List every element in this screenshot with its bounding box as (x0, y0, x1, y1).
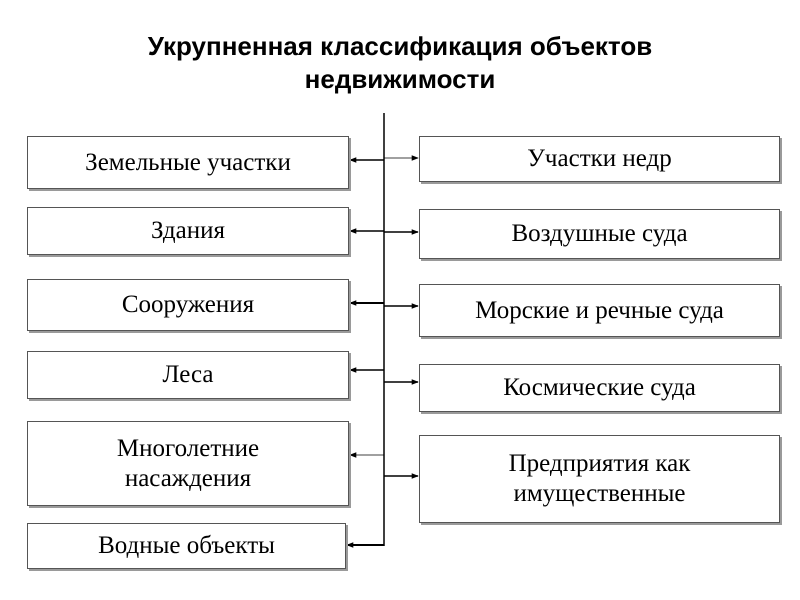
box-label: Здания (151, 217, 225, 244)
box-sooruzheniya: Сооружения (27, 279, 349, 331)
box-kosmicheskie-suda: Космические суда (419, 364, 780, 412)
page-title: Укрупненная классификация объектов недви… (0, 30, 800, 96)
box-label-line-2: насаждения (124, 464, 252, 492)
box-label: Водные объекты (98, 532, 275, 559)
title-line-1: Укрупненная классификация объектов (147, 31, 653, 61)
box-label: Воздушные суда (511, 220, 688, 247)
box-vodnye-obekty: Водные объекты (27, 523, 346, 569)
box-label: Сооружения (121, 291, 255, 318)
box-predpriyatiya: Предприятия как имущественные (419, 435, 780, 523)
box-vozdushnye-suda: Воздушные суда (419, 209, 780, 259)
box-label: Земельные участки (85, 148, 291, 176)
box-morskie-i-rechnye-suda: Морские и речные суда (419, 284, 780, 337)
box-label-line-1: Многолетние (116, 434, 260, 462)
title-line-2: недвижимости (304, 64, 496, 94)
box-uchastki-nedr: Участки недр (419, 136, 780, 182)
box-label: Леса (162, 361, 214, 388)
box-lesa: Леса (27, 351, 349, 399)
box-label-line-2: имущественные (513, 480, 686, 507)
box-mnogoletnie-nasazhdeniya: Многолетние насаждения (27, 421, 349, 506)
box-label: Участки недр (527, 145, 672, 172)
box-label: Космические суда (503, 374, 696, 401)
box-label: Морские и речные суда (475, 296, 724, 324)
box-zdaniya: Здания (27, 207, 349, 255)
box-zemelnye-uchastki: Земельные участки (27, 136, 349, 189)
box-label-line-1: Предприятия как (508, 450, 691, 477)
